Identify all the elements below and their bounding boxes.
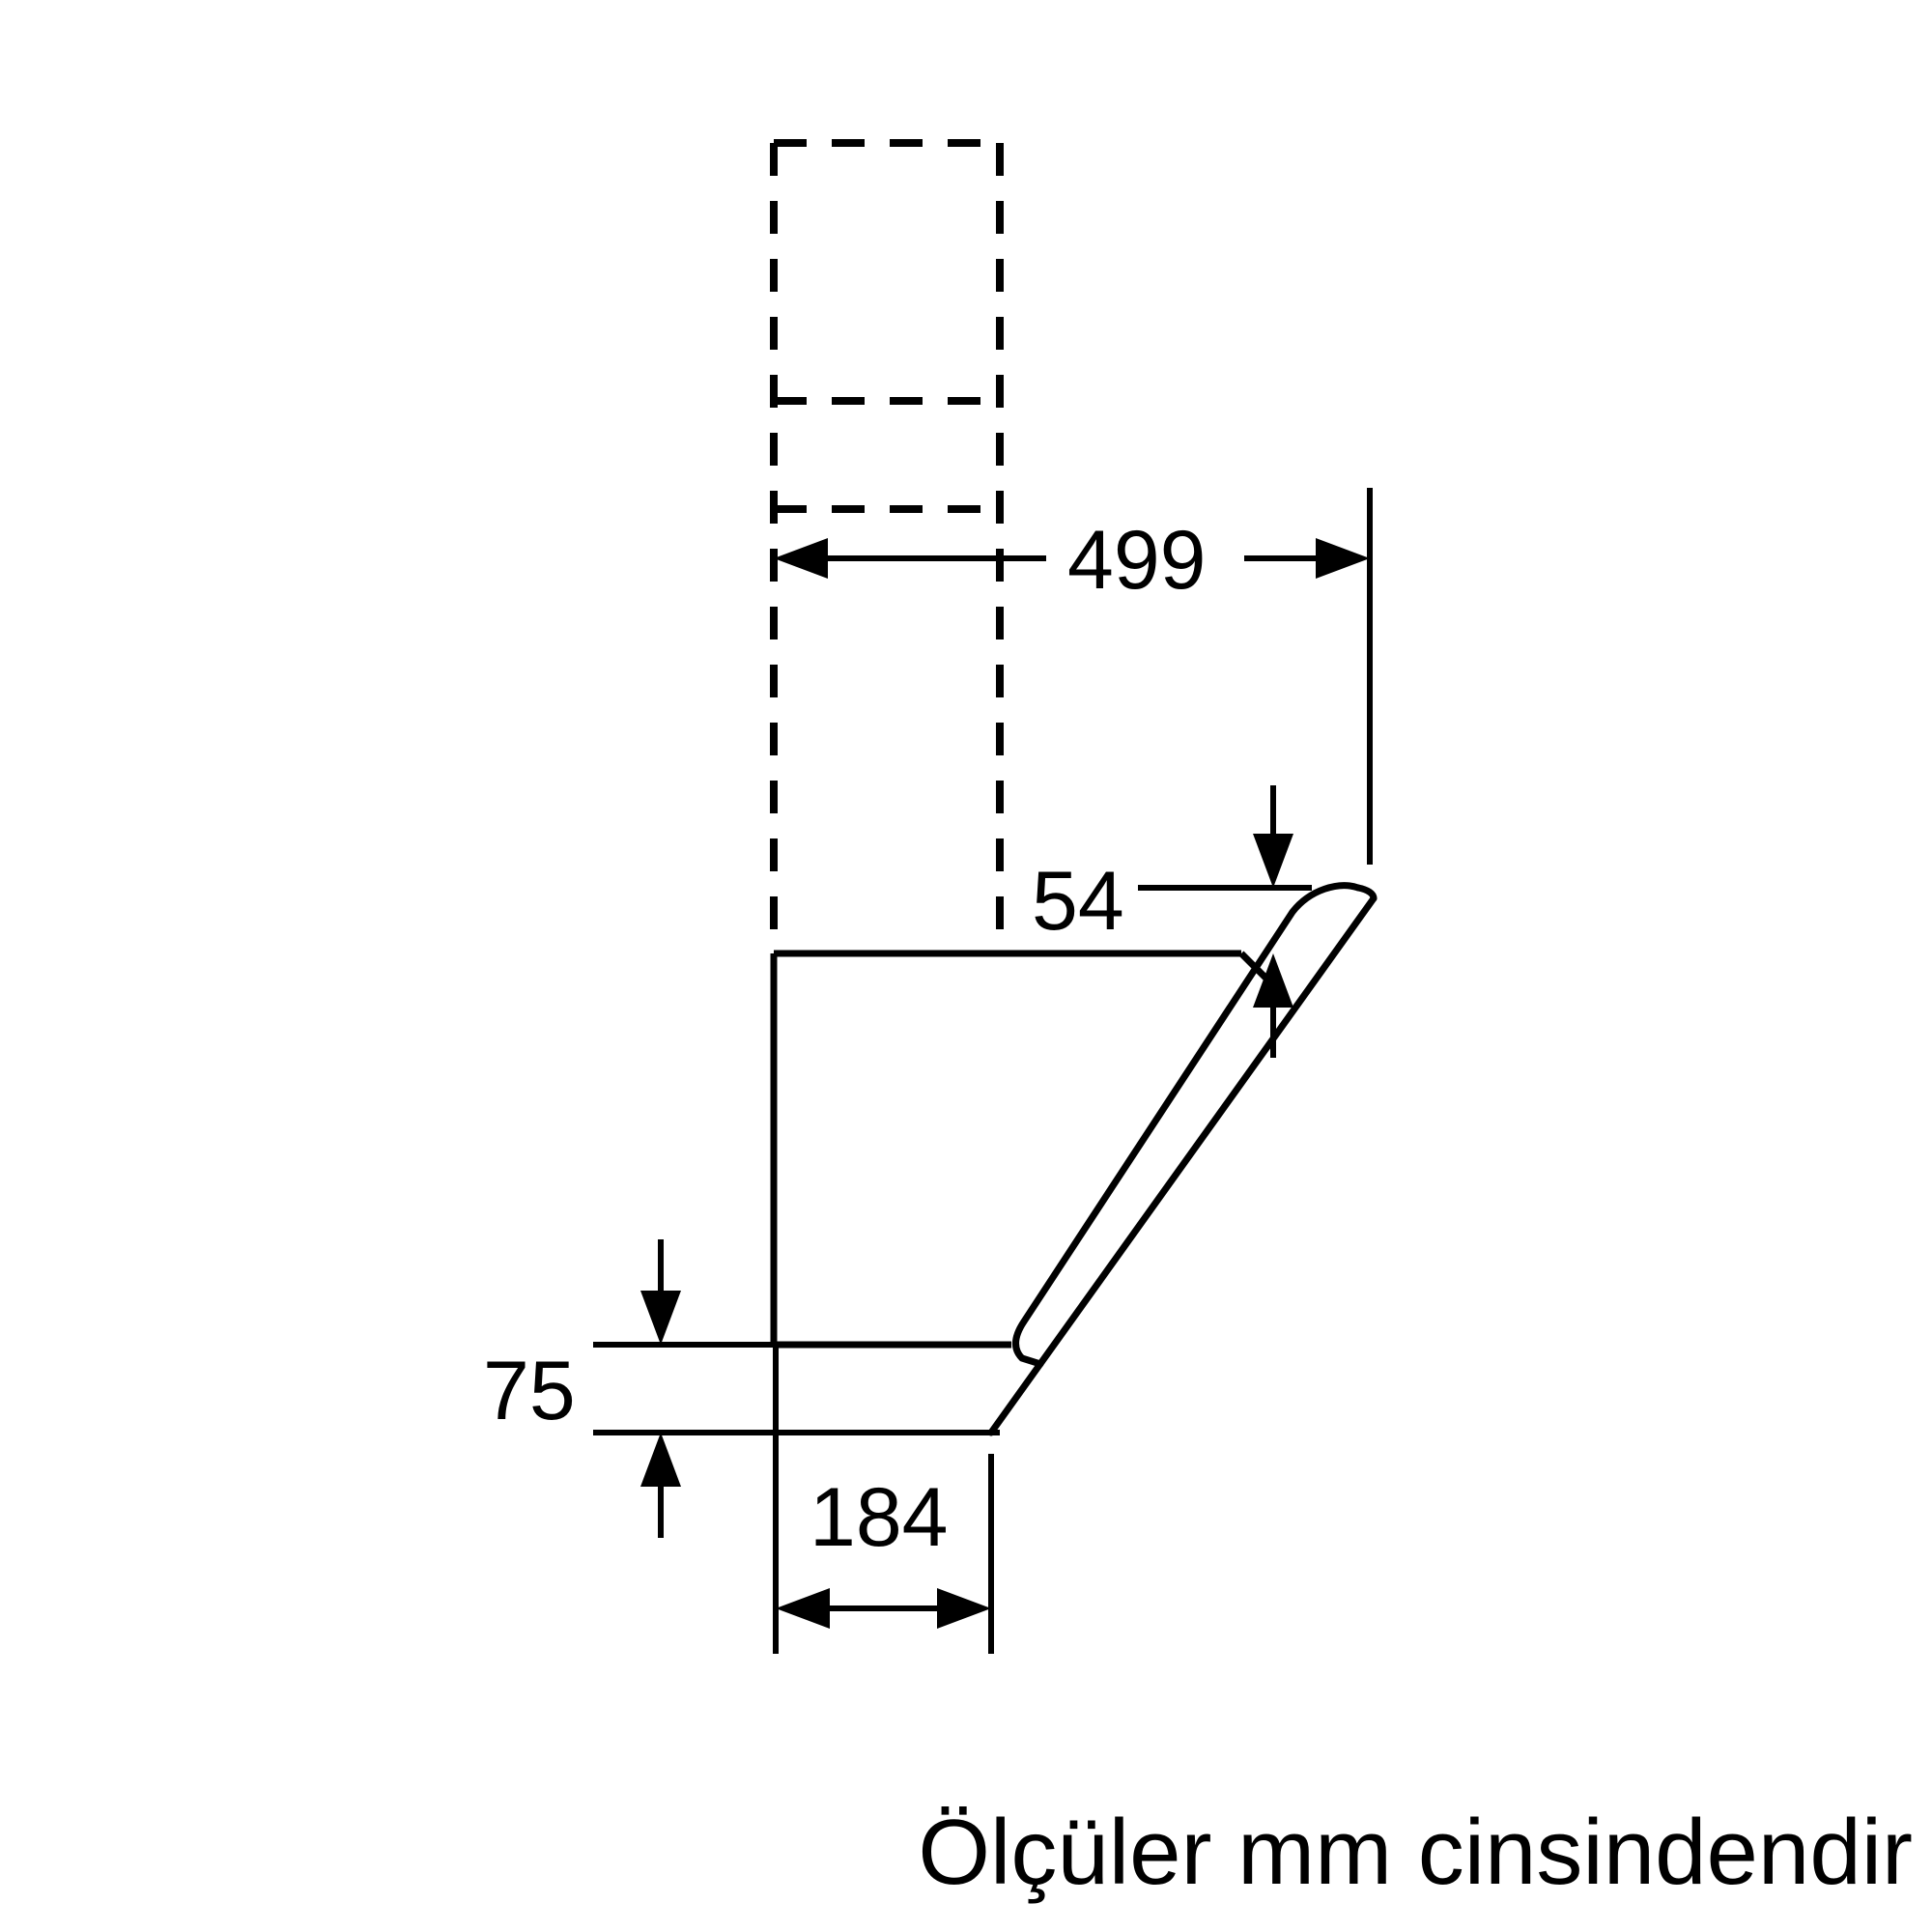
glass-panel-top-cap (1354, 884, 1378, 902)
dim-184-arrow-right (937, 1588, 991, 1629)
dim-499-arrow-left (774, 538, 828, 579)
dim-75-label: 75 (483, 1345, 576, 1437)
dim-184-arrow-left (776, 1588, 830, 1629)
chimney-outline (770, 139, 1004, 953)
dim-499-label: 499 (1067, 514, 1207, 607)
dim-54-label: 54 (1032, 855, 1124, 948)
glass-panel-outer-face (987, 895, 1378, 1436)
dim-499-arrow-right (1316, 538, 1370, 579)
units-caption: Ölçüler mm cinsindendir (918, 1801, 1913, 1904)
glass-panel-outline (987, 882, 1378, 1436)
dimension-54: 54 (1032, 785, 1312, 1058)
hood-body-outline (770, 950, 1270, 1349)
glass-panel-bottom-cap (1018, 1354, 1044, 1368)
glass-panel-inner-face (1012, 882, 1362, 1362)
dim-75-arrow-lower (640, 1433, 681, 1487)
dim-184-label: 184 (810, 1471, 949, 1564)
dimension-184: 184 (773, 1345, 994, 1654)
dimension-75: 75 (483, 1239, 1000, 1538)
dim-54-arrow-upper (1253, 834, 1293, 888)
dim-54-arrow-lower (1253, 953, 1293, 1008)
dimension-499: 499 (774, 488, 1373, 865)
dim-75-arrow-upper (640, 1291, 681, 1345)
